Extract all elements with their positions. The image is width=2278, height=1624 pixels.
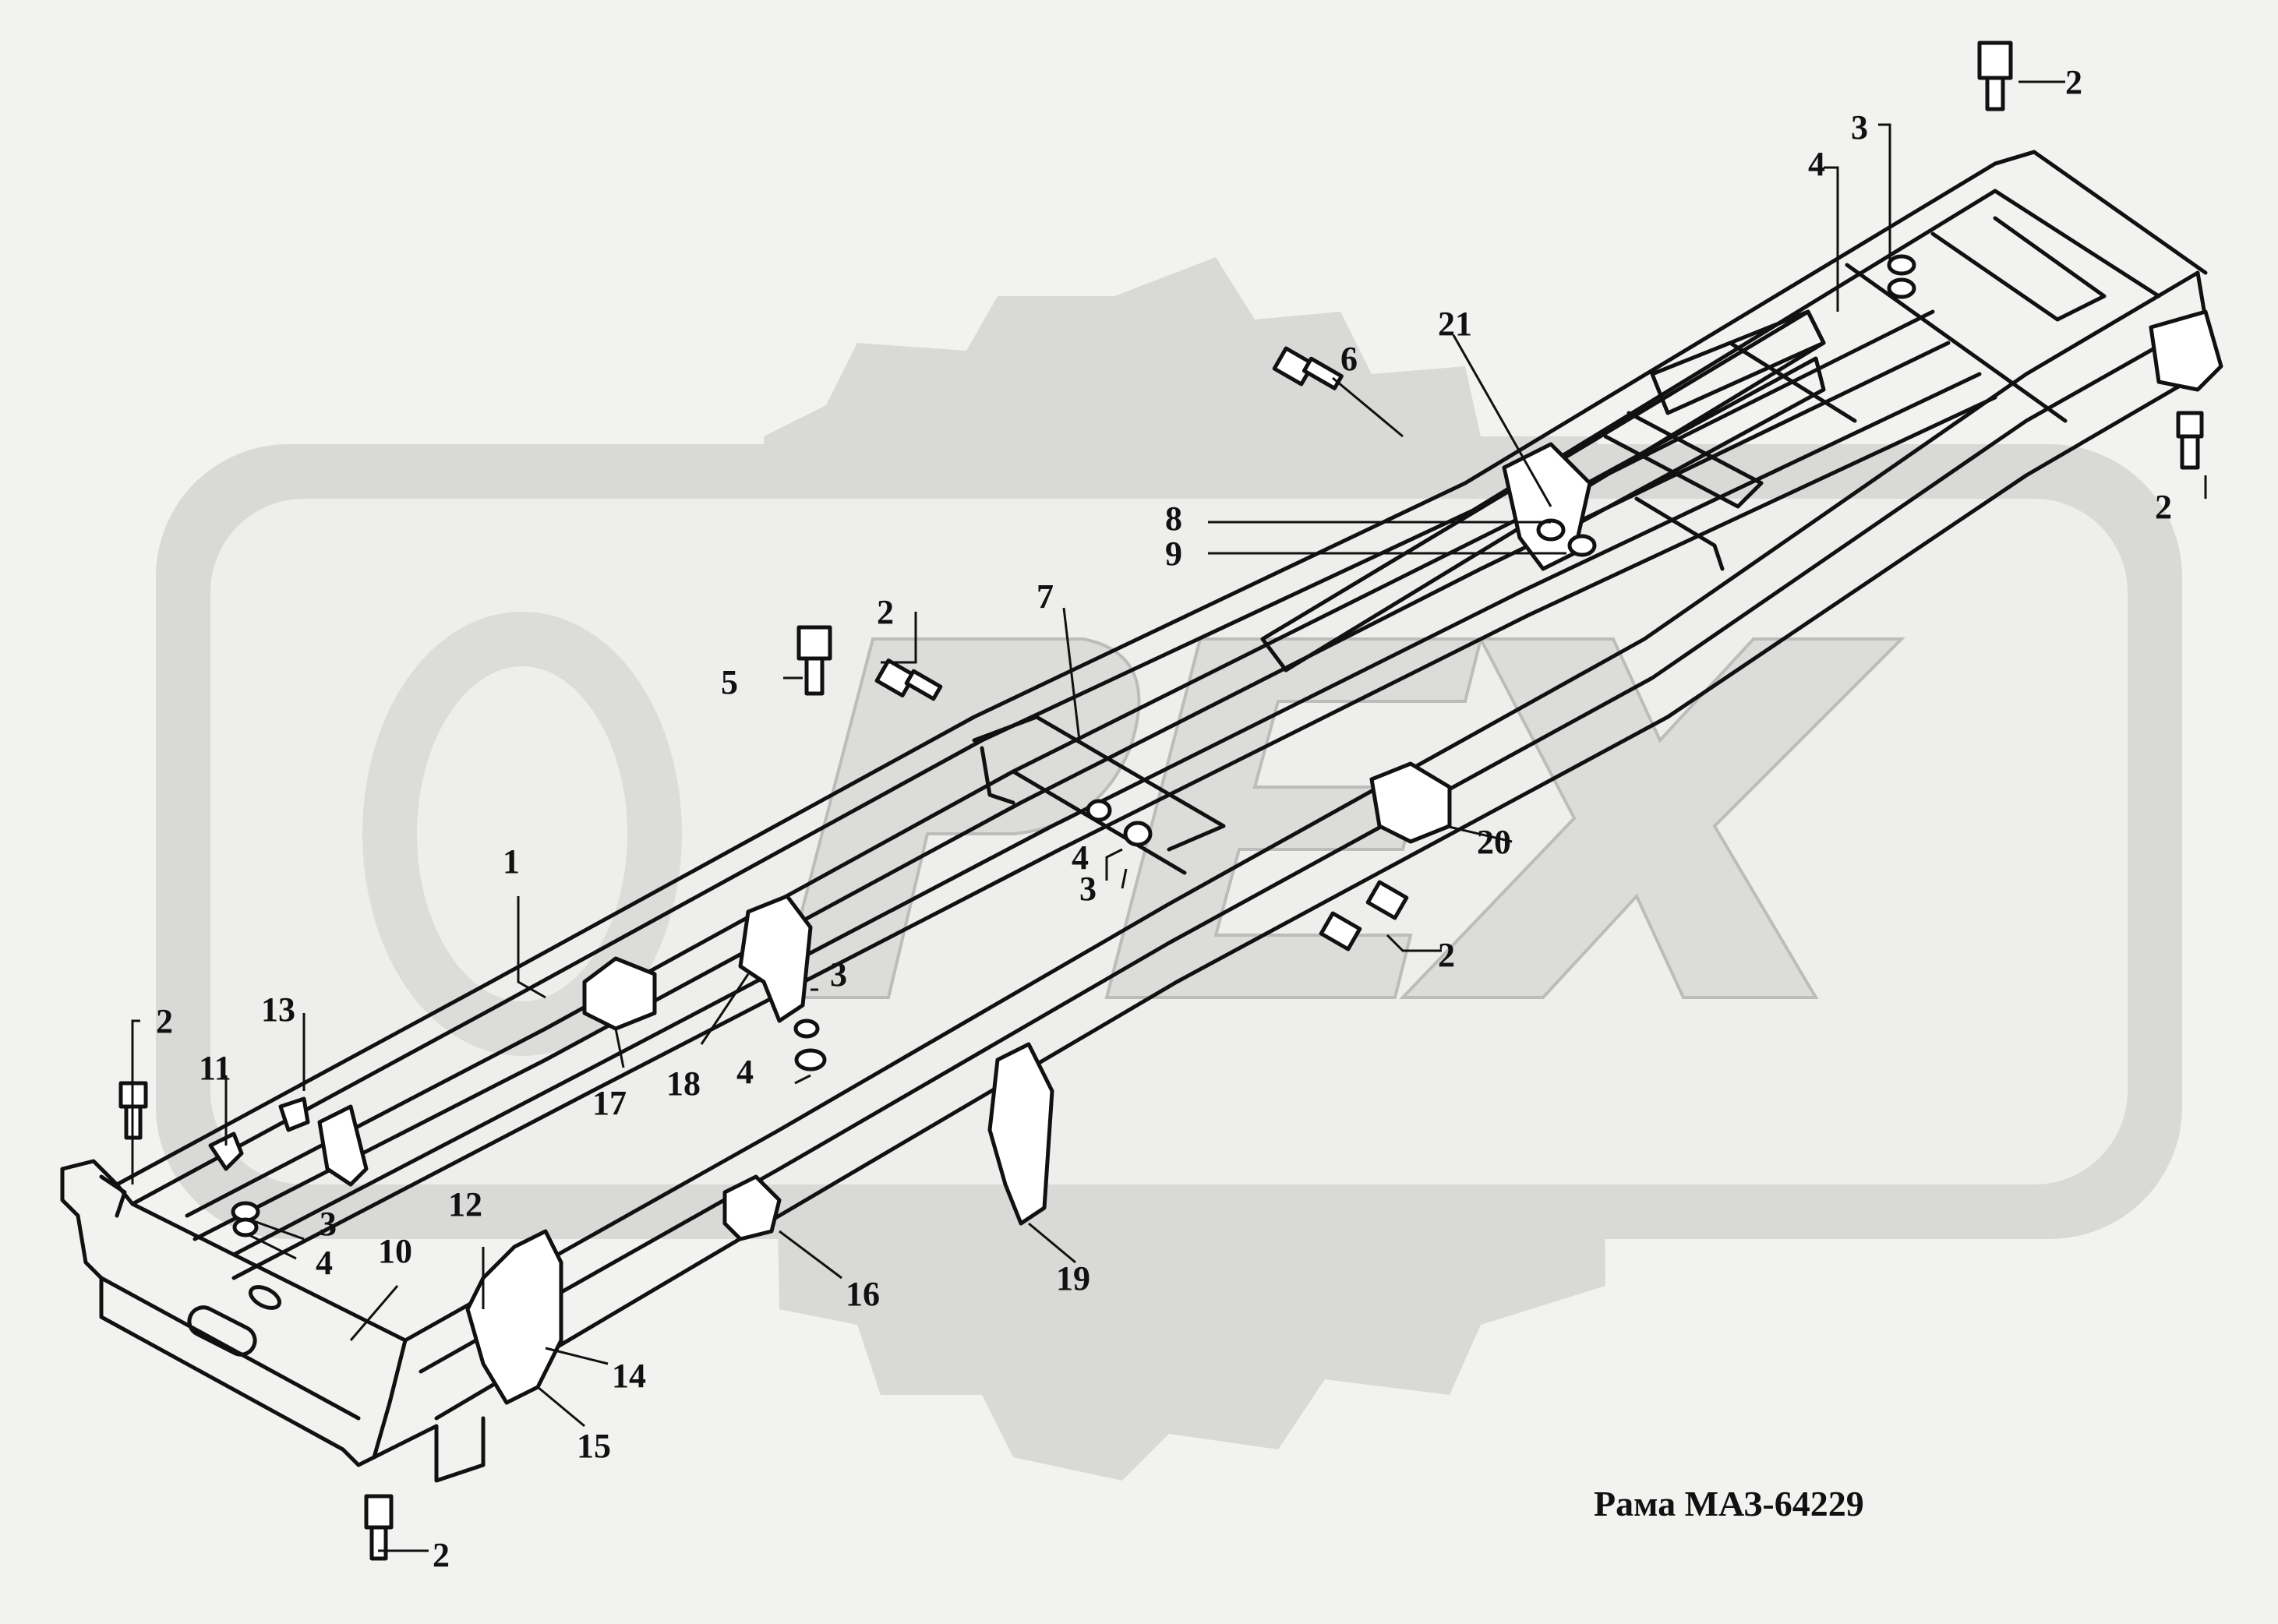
washer-icon xyxy=(1086,799,1112,822)
callout-3-front: 3 xyxy=(320,1205,337,1243)
callout-3-center: 3 xyxy=(830,955,847,994)
callout-2-mid-left: 2 xyxy=(877,593,894,631)
nut-icon xyxy=(1536,518,1566,542)
bolt-icon xyxy=(796,625,832,696)
callout-10: 10 xyxy=(378,1232,412,1270)
bolt-icon xyxy=(2176,411,2204,470)
bracket-icon xyxy=(317,1104,369,1187)
parts xyxy=(118,41,2223,1561)
bracket-icon xyxy=(987,1042,1054,1226)
callout-2-mid-right: 2 xyxy=(1438,936,1455,974)
watermark-letters xyxy=(362,612,1905,1056)
bracket-icon xyxy=(582,956,657,1031)
callout-19: 19 xyxy=(1056,1259,1090,1297)
callout-11: 11 xyxy=(199,1049,231,1087)
nut-icon xyxy=(794,1048,827,1071)
callout-4-middle: 4 xyxy=(1072,838,1089,877)
leader-lines xyxy=(131,80,2207,1552)
washer-icon xyxy=(1887,254,1916,276)
callout-labels: 1 2 2 2 2 2 2 3 3 3 3 4 4 4 4 5 6 7 8 9 … xyxy=(156,63,2172,1574)
bracket-icon xyxy=(2149,309,2223,392)
washer-icon xyxy=(232,1217,259,1237)
callout-14: 14 xyxy=(612,1357,646,1395)
callout-7: 7 xyxy=(1037,577,1054,616)
callout-13: 13 xyxy=(261,990,295,1029)
callout-9: 9 xyxy=(1165,535,1182,573)
callout-2-rear-right: 2 xyxy=(2155,488,2172,526)
nut-icon xyxy=(1567,534,1597,557)
bracket-icon xyxy=(738,894,813,1023)
callout-12: 12 xyxy=(448,1185,482,1223)
callout-3-rear: 3 xyxy=(1851,108,1868,147)
rear-crossmember xyxy=(1993,150,2208,275)
callout-2-front-bottom: 2 xyxy=(433,1536,450,1574)
callout-6: 6 xyxy=(1340,340,1358,378)
bolt-icon xyxy=(1319,880,1409,951)
nut-icon xyxy=(1123,821,1153,847)
callout-17: 17 xyxy=(592,1084,627,1122)
callout-2-rear-top: 2 xyxy=(2065,63,2082,101)
callout-4-front: 4 xyxy=(316,1244,333,1282)
bolt-icon xyxy=(1977,41,2013,111)
diagram-title: Рама МАЗ-64229 xyxy=(1594,1484,1864,1523)
bracket-icon xyxy=(465,1229,563,1405)
callout-18: 18 xyxy=(666,1064,701,1103)
washer-icon xyxy=(793,1019,820,1039)
bolt-icon xyxy=(364,1494,394,1561)
middle-crossmember xyxy=(972,715,1226,852)
bumper-slot xyxy=(187,1305,257,1357)
callout-1: 1 xyxy=(503,842,520,881)
front-crossmember xyxy=(60,1167,408,1467)
callout-16: 16 xyxy=(846,1275,880,1313)
callout-2-front-left: 2 xyxy=(156,1002,173,1040)
callout-21: 21 xyxy=(1438,305,1472,343)
bracket-icon xyxy=(278,1096,310,1132)
callout-3-middle: 3 xyxy=(1079,870,1097,908)
callout-20: 20 xyxy=(1477,823,1511,861)
callout-4-center: 4 xyxy=(736,1053,754,1091)
bolt-icon xyxy=(874,658,943,701)
callout-5: 5 xyxy=(721,663,738,701)
callout-4-rear: 4 xyxy=(1808,145,1825,183)
callout-15: 15 xyxy=(577,1427,611,1465)
callout-8: 8 xyxy=(1165,500,1182,538)
bracket-icon xyxy=(722,1174,782,1241)
washer-icon xyxy=(1887,277,1916,299)
